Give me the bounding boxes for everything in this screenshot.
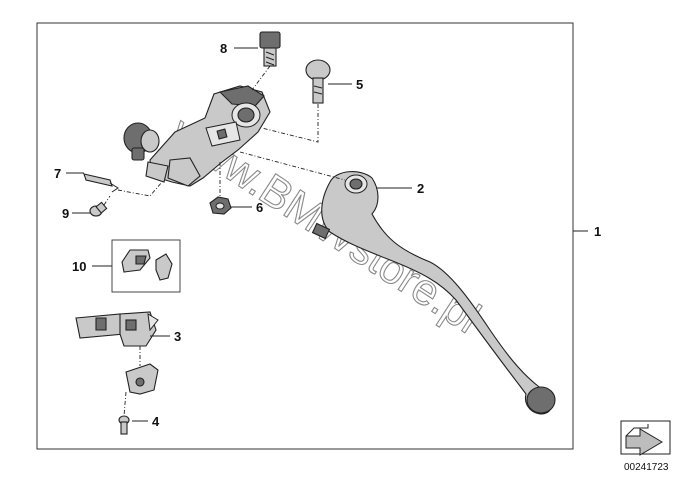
callout-5: 5 [356, 77, 363, 92]
adjuster-knob [123, 122, 169, 183]
callout-1: 1 [594, 224, 601, 239]
callout-4: 4 [152, 414, 160, 429]
part-2-clutch-lever [311, 171, 556, 415]
reference-icon [620, 420, 671, 456]
assembly-line-8 [251, 65, 271, 91]
callout-8: 8 [220, 41, 227, 56]
callout-6: 6 [256, 200, 263, 215]
assembly-line-2 [239, 151, 346, 181]
callout-9: 9 [62, 206, 69, 221]
assembly-line-9 [103, 195, 111, 206]
part-7-pin [83, 173, 119, 193]
switch-bracket [125, 363, 159, 395]
part-4-screw [118, 415, 130, 435]
part-3-switch [75, 311, 159, 347]
part-9-screw [89, 201, 108, 217]
callout-2: 2 [417, 181, 424, 196]
diagram-frame [36, 22, 574, 450]
assembly-line-4 [123, 391, 127, 417]
assembly-line-7 [117, 181, 163, 197]
callout-10: 10 [72, 259, 86, 274]
assembly-line-5 [261, 104, 319, 143]
callout-7: 7 [54, 166, 61, 181]
part-8-bolt [259, 31, 281, 67]
callout-3: 3 [174, 329, 181, 344]
part-6-nut [209, 196, 232, 215]
part-5-bolt [305, 59, 331, 104]
reference-number: 00241723 [624, 462, 669, 473]
part-10-kit [111, 239, 181, 293]
clutch-lever-bracket [149, 85, 271, 187]
